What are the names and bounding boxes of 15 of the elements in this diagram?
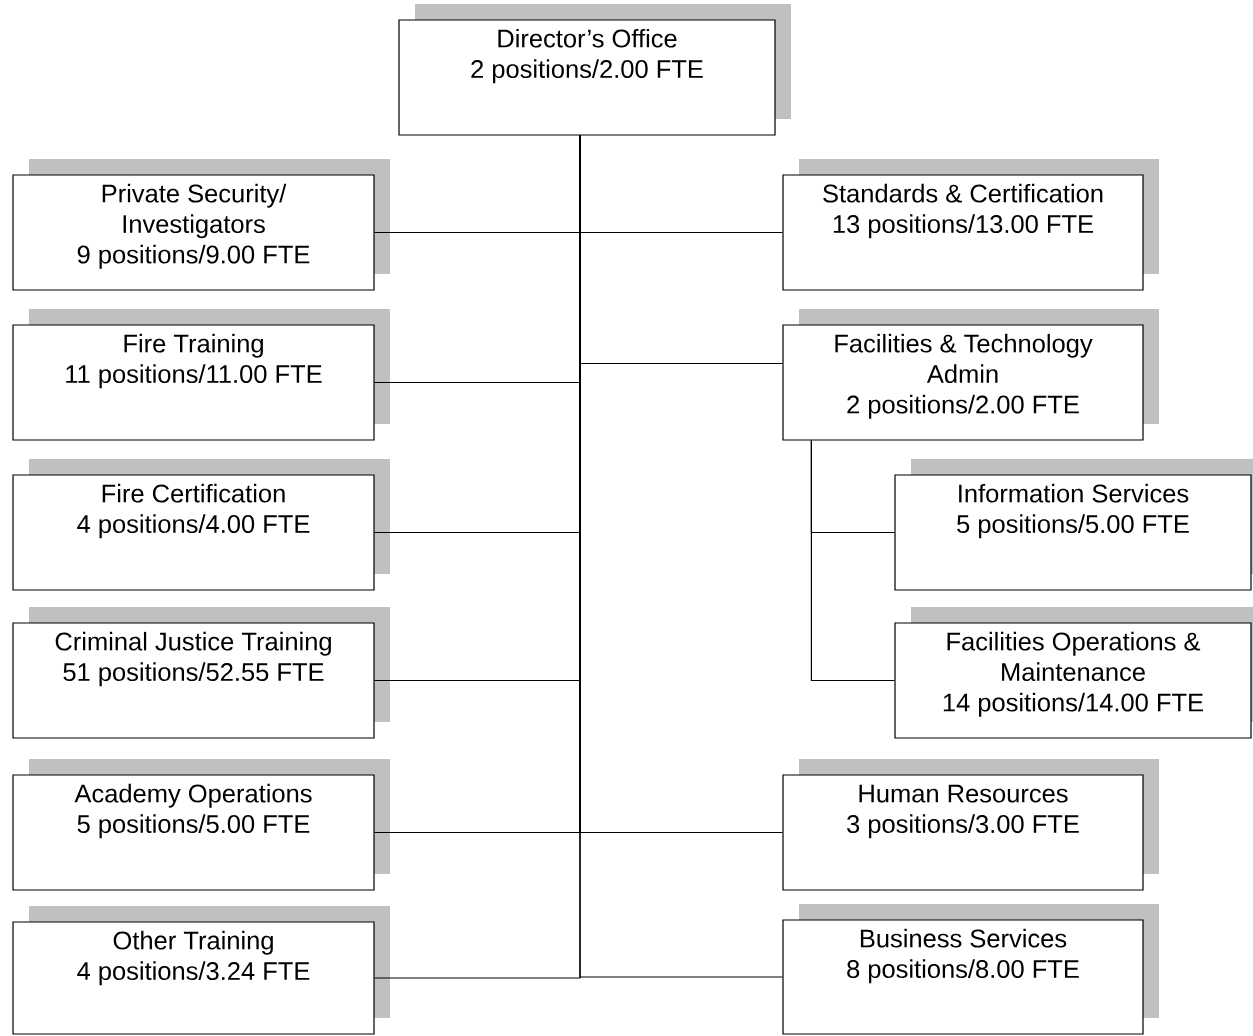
org-box: Facilities Operations & Maintenance 14 positions/14.00 FTE [894,607,1253,739]
org-box: Information Services 5 positions/5.00 FTE [894,459,1253,591]
org-box: Business Services 8 positions/8.00 FTE [782,904,1159,1035]
org-box: Fire Training 11 positions/11.00 FTE [12,309,390,441]
org-box: Human Resources 3 positions/3.00 FTE [782,759,1159,891]
org-box: Standards & Certification 13 positions/13.00 FTE [782,159,1159,291]
org-box: Private Security/ Investigators 9 positions/9.00 FTE [12,159,390,291]
connector-line [579,135,783,978]
org-box: Criminal Justice Training 51 positions/52.55 FTE [12,607,390,739]
org-box: Facilities & Technology Admin 2 positions/2.00 FTE [782,309,1159,441]
connector-line [810,440,895,682]
org-box: Other Training 4 positions/3.24 FTE [12,906,390,1035]
org-box: Director’s Office 2 positions/2.00 FTE [398,4,791,136]
org-box: Fire Certification 4 positions/4.00 FTE [12,459,390,591]
org-box: Academy Operations 5 positions/5.00 FTE [12,759,390,891]
